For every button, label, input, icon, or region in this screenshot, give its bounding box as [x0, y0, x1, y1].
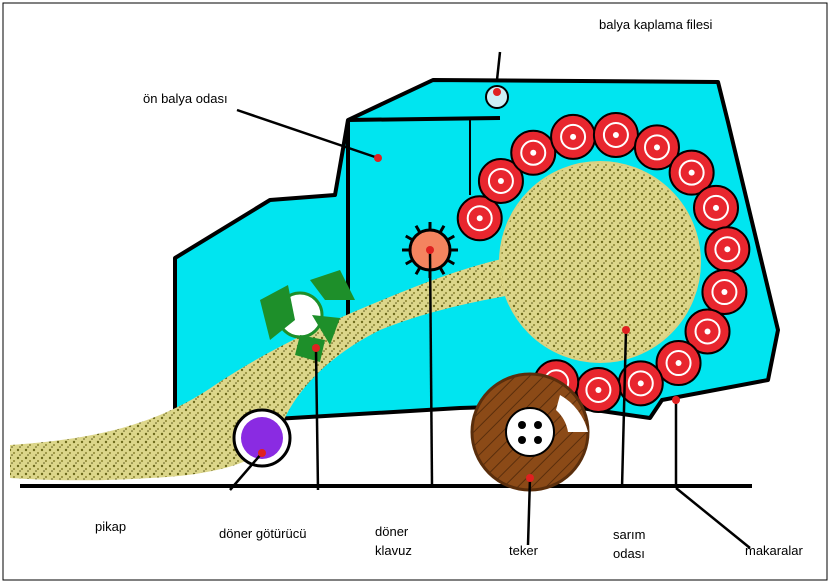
label-pre-chamber: ön balya odası [143, 91, 228, 107]
label-rotor-guide-line2: klavuz [375, 543, 412, 559]
roller [705, 227, 749, 271]
top-cover [348, 118, 500, 120]
label-net-wrap: balya kaplama filesi [599, 17, 712, 33]
roller [511, 131, 555, 175]
roller [594, 113, 638, 157]
wheel [472, 374, 588, 490]
label-pickup: pikap [95, 519, 126, 535]
label-bale-chamber-line2: odası [613, 546, 645, 562]
label-rollers: makaralar [745, 543, 803, 559]
roller [551, 115, 595, 159]
roller [694, 186, 738, 230]
label-wheel: teker [509, 543, 538, 559]
roller [702, 270, 746, 314]
label-rotor-guide-line1: döner [375, 524, 408, 540]
bale [500, 162, 700, 362]
label-bale-chamber-line1: sarım [613, 527, 646, 543]
label-rotor-conveyor: döner götürücü [219, 526, 306, 542]
